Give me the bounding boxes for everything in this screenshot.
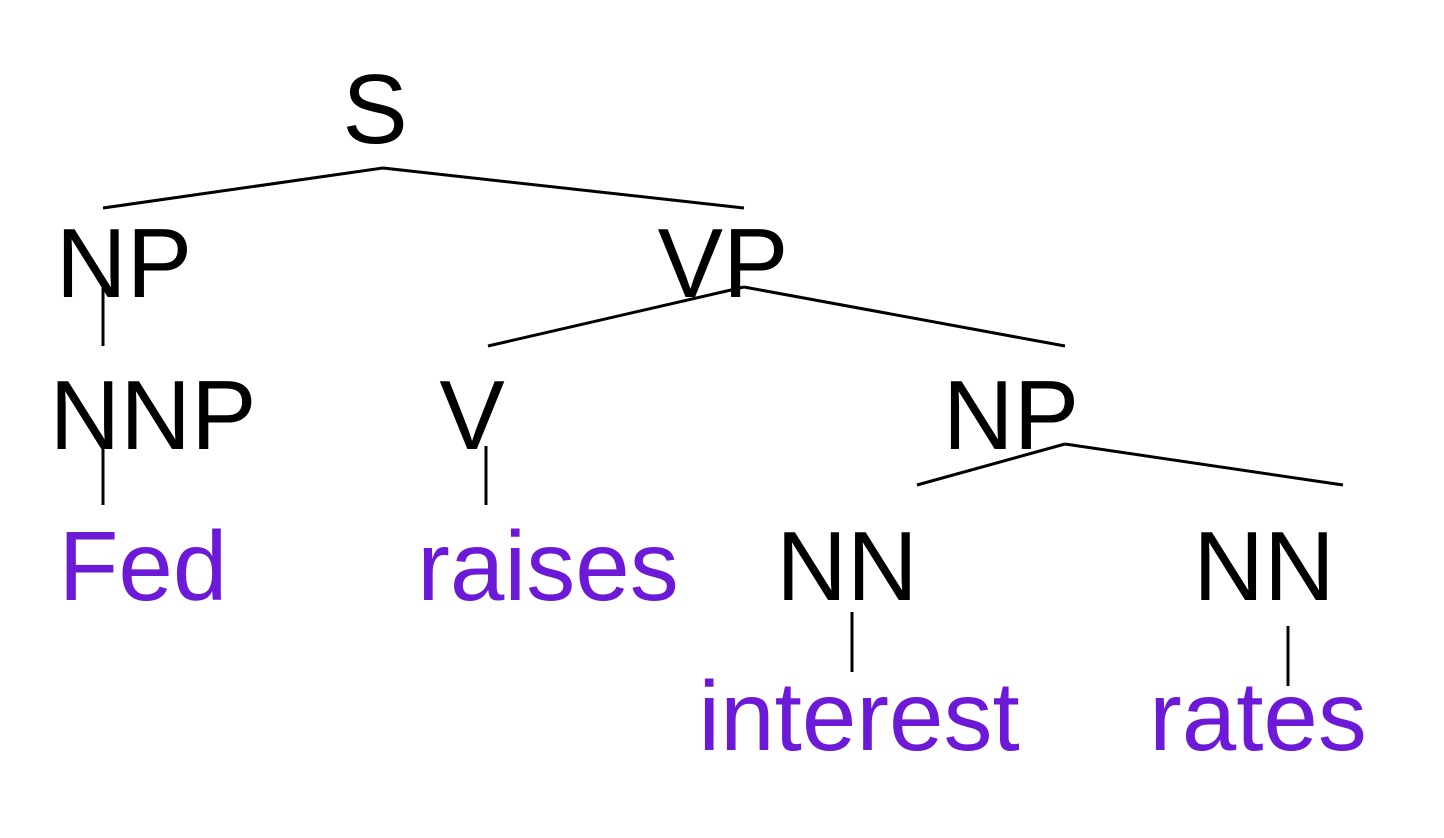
edge-s-np bbox=[102, 166, 384, 210]
node-s: S bbox=[342, 54, 407, 164]
tree-words: Fed raises interest rates bbox=[59, 511, 1367, 771]
node-vp: VP bbox=[658, 208, 789, 318]
node-nn-interest: NN bbox=[776, 511, 918, 621]
edge-vp-v bbox=[487, 285, 745, 348]
node-v: V bbox=[439, 360, 504, 470]
edge-np-nn-interest bbox=[916, 442, 1066, 487]
word-rates: rates bbox=[1149, 661, 1367, 771]
tree-edges bbox=[101, 166, 1344, 686]
node-nnp: NNP bbox=[50, 360, 257, 470]
edge-np-nn-rates bbox=[1064, 442, 1344, 487]
edge-vp-np bbox=[743, 285, 1066, 348]
node-np-subject: NP bbox=[56, 208, 192, 318]
word-raises: raises bbox=[417, 511, 678, 621]
edge-s-vp bbox=[382, 166, 745, 210]
word-interest: interest bbox=[698, 661, 1019, 771]
word-fed: Fed bbox=[59, 511, 228, 621]
node-np-object: NP bbox=[943, 360, 1079, 470]
node-nn-rates: NN bbox=[1193, 511, 1335, 621]
tree-nodes: S NP VP NNP V NP NN NN bbox=[50, 54, 1335, 621]
